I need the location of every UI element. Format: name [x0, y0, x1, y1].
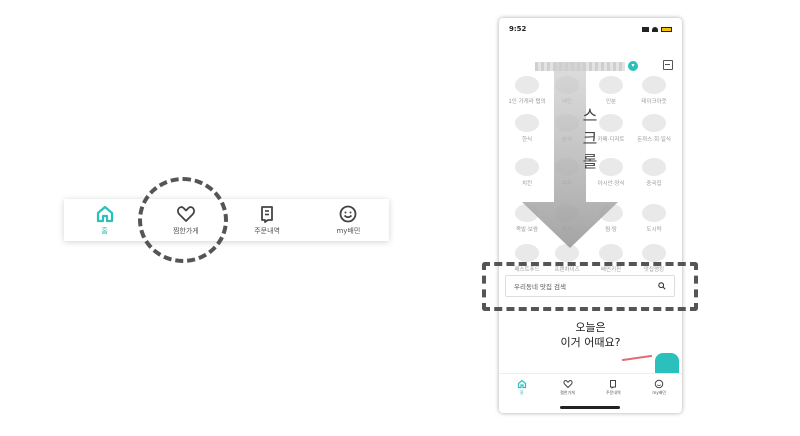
- smiley-icon: [654, 379, 664, 389]
- scan-icon[interactable]: [663, 60, 673, 70]
- highlight-circle: [138, 177, 228, 263]
- food-icon: [642, 114, 666, 132]
- smiley-icon: [339, 205, 357, 223]
- receipt-icon: [261, 206, 274, 223]
- phone-nav-home[interactable]: 홈: [502, 379, 542, 396]
- search-placeholder: 우리동네 맛집 검색: [514, 283, 566, 291]
- home-icon: [517, 379, 526, 389]
- nav-my-label: my배민: [336, 227, 361, 235]
- phone-nav-label: 찜한가게: [560, 390, 575, 395]
- scroll-label: 스 크 롤: [580, 104, 600, 173]
- receipt-icon: [610, 380, 617, 389]
- category-label: 맛집랭킹: [643, 267, 665, 273]
- category-item[interactable]: 한식: [507, 114, 547, 143]
- status-time: 9:52: [509, 25, 527, 33]
- category-item[interactable]: 치킨: [507, 158, 547, 187]
- category-item[interactable]: 아시안·양식: [591, 158, 631, 187]
- category-label: 한식: [521, 137, 533, 143]
- category-label: 중국집: [646, 181, 662, 187]
- food-icon: [555, 244, 579, 262]
- nav-home-label: 홈: [101, 227, 108, 235]
- phone-nav-label: 홈: [520, 390, 524, 395]
- category-item[interactable]: 도시락: [634, 204, 674, 233]
- category-label: 찜·탕: [605, 227, 617, 233]
- category-label: 도시락: [646, 227, 662, 233]
- category-item[interactable]: 맛집랭킹: [634, 244, 674, 273]
- recommend-line2: 이거 어때요?: [560, 336, 621, 349]
- category-label: 치킨: [521, 181, 533, 187]
- search-input[interactable]: 우리동네 맛집 검색: [505, 275, 675, 297]
- category-item[interactable]: 1인 가게라 탭의: [507, 76, 547, 105]
- heart-icon: [563, 380, 573, 389]
- recommend-title: 오늘은 이거 어때요?: [499, 320, 682, 350]
- nav-orders[interactable]: 주문내역: [232, 204, 302, 236]
- nav-orders-label: 주문내역: [254, 227, 280, 235]
- category-item[interactable]: 테이크아웃: [634, 76, 674, 105]
- character-illustration: [655, 353, 679, 373]
- status-bar: 9:52: [499, 18, 682, 40]
- food-icon: [642, 244, 666, 262]
- phone-nav-label: my배민: [652, 390, 666, 395]
- food-icon: [642, 204, 666, 222]
- category-item[interactable]: 배민키친: [591, 244, 631, 273]
- signal-icon: [642, 26, 649, 32]
- nav-my[interactable]: my배민: [313, 204, 383, 236]
- phone-nav-label: 주문내역: [606, 390, 621, 395]
- food-icon: [515, 114, 539, 132]
- wifi-icon: [652, 26, 658, 32]
- category-label: 아시안·양식: [597, 181, 625, 187]
- phone-bottom-nav: 홈 찜한가게 주문내역 my배민: [499, 373, 682, 401]
- nav-home[interactable]: 홈: [70, 204, 140, 236]
- category-label: 패스트푸드: [514, 267, 540, 273]
- recommend-line1: 오늘은: [575, 321, 606, 334]
- food-icon: [515, 244, 539, 262]
- food-icon: [599, 76, 623, 94]
- food-icon: [642, 158, 666, 176]
- category-label: 인분: [605, 99, 617, 105]
- category-label: 카페·디저트: [597, 137, 625, 143]
- category-item[interactable]: 패스트푸드: [507, 244, 547, 273]
- food-icon: [642, 76, 666, 94]
- chevron-down-icon[interactable]: ▾: [628, 61, 638, 71]
- phone-nav-orders[interactable]: 주문내역: [593, 379, 633, 396]
- food-icon: [599, 114, 623, 132]
- status-icons: [642, 26, 672, 32]
- category-item[interactable]: 카페·디저트: [591, 114, 631, 143]
- phone-nav-favorites[interactable]: 찜한가게: [548, 379, 588, 396]
- home-icon: [96, 205, 113, 223]
- phone-nav-my[interactable]: my배민: [639, 379, 679, 396]
- scroll-char: 스: [582, 106, 598, 125]
- category-label: 1인 가게라 탭의: [508, 99, 546, 105]
- food-icon: [515, 76, 539, 94]
- highlight-rect: [482, 262, 698, 311]
- category-label: 족발·보쌈: [516, 227, 538, 233]
- battery-icon: [661, 26, 672, 32]
- category-item[interactable]: 프랜차이즈: [547, 244, 587, 273]
- scroll-char: 크: [582, 129, 598, 148]
- category-label: 배민키친: [600, 267, 622, 273]
- search-icon: [658, 282, 666, 290]
- food-icon: [599, 158, 623, 176]
- category-item[interactable]: 인분: [591, 76, 631, 105]
- food-icon: [599, 244, 623, 262]
- home-indicator: [560, 406, 620, 409]
- scroll-char: 롤: [582, 152, 598, 171]
- food-icon: [515, 158, 539, 176]
- scroll-down-arrow-icon: [522, 62, 618, 248]
- category-label: 테이크아웃: [641, 99, 667, 105]
- category-item[interactable]: 돈까스·회·일식: [634, 114, 674, 143]
- category-label: 프랜차이즈: [554, 267, 580, 273]
- category-label: 돈까스·회·일식: [637, 137, 671, 143]
- category-item[interactable]: 중국집: [634, 158, 674, 187]
